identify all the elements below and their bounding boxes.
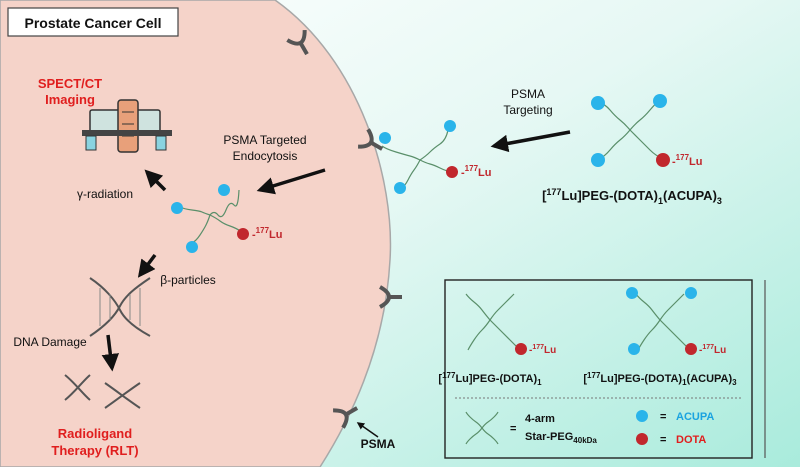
dota-node — [685, 343, 697, 355]
psma-receptor — [286, 30, 309, 56]
peg-equals: = — [510, 423, 516, 435]
legend-box: -177Lu -177Lu [177Lu]PEG-(DOTA)1 [177Lu]… — [438, 279, 766, 459]
gamma-label: γ-radiation — [77, 187, 133, 201]
psma-targeting-line2: Targeting — [503, 103, 552, 117]
acupa-node — [591, 153, 605, 167]
beta-arrow — [137, 253, 157, 278]
psma-receptor — [378, 285, 402, 309]
dota-node — [237, 228, 249, 240]
acupa-legend-label: ACUPA — [676, 411, 714, 423]
acupa-node — [591, 96, 605, 110]
spect-ct-scanner-icon — [82, 99, 172, 153]
therapy-label-line2: Therapy (RLT) — [51, 443, 138, 458]
peg-line1: 4-arm — [525, 413, 555, 425]
imaging-label-line1: SPECT/CT — [38, 76, 102, 91]
dota-node — [515, 343, 527, 355]
acupa-node — [626, 287, 638, 299]
bound-molecule — [379, 120, 458, 194]
acupa-node — [394, 182, 406, 194]
acupa-node — [628, 343, 640, 355]
dota-equals: = — [660, 434, 666, 446]
acupa-equals: = — [660, 411, 666, 423]
dota-node — [656, 153, 670, 167]
acupa-node — [218, 184, 230, 196]
psma-receptor — [333, 406, 359, 429]
star-peg-icon — [465, 411, 499, 445]
psma-targeting-line1: PSMA — [511, 87, 545, 101]
peg-line2: Star-PEG40kDa — [525, 431, 597, 445]
psma-targeting-arrow — [490, 130, 571, 153]
dna-damage-label: DNA Damage — [13, 335, 87, 349]
therapy-label-line1: Radioligand — [58, 426, 132, 441]
cell-title-box: Prostate Cancer Cell — [7, 7, 179, 37]
dota-legend-label: DOTA — [676, 434, 706, 446]
dota-legend-icon — [636, 433, 648, 445]
legend-compound-b-label: [177Lu]PEG-(DOTA)1(ACUPA)3 — [583, 371, 737, 387]
acupa-node — [444, 120, 456, 132]
prostate-cell — [0, 0, 392, 467]
endocytosis-label-line2: Endocytosis — [233, 149, 298, 163]
psma-pointer-arrow — [356, 422, 379, 438]
imaging-label-line2: Imaging — [45, 92, 95, 107]
acupa-node — [379, 132, 391, 144]
acupa-legend-icon — [636, 410, 648, 422]
psma-label: PSMA — [361, 437, 396, 451]
legend-compound-a-label: [177Lu]PEG-(DOTA)1 — [438, 371, 542, 387]
main-compound-label: [177Lu]PEG-(DOTA)1(ACUPA)3 — [542, 187, 722, 206]
endocytosis-arrow — [256, 168, 326, 195]
broken-dna-icon — [64, 374, 141, 409]
gamma-arrow — [144, 169, 167, 192]
endocytosis-label-line1: PSMA Targeted — [223, 133, 306, 147]
cell-title: Prostate Cancer Cell — [25, 15, 162, 31]
psma-receptor — [358, 128, 384, 151]
acupa-node — [653, 94, 667, 108]
internalized-molecule — [171, 184, 249, 253]
free-molecule — [591, 94, 670, 167]
acupa-node — [186, 241, 198, 253]
dna-damage-arrow — [101, 334, 120, 372]
beta-label: β-particles — [160, 273, 216, 287]
dota-node — [446, 166, 458, 178]
acupa-node — [171, 202, 183, 214]
dna-helix-icon — [89, 277, 151, 337]
acupa-node — [685, 287, 697, 299]
